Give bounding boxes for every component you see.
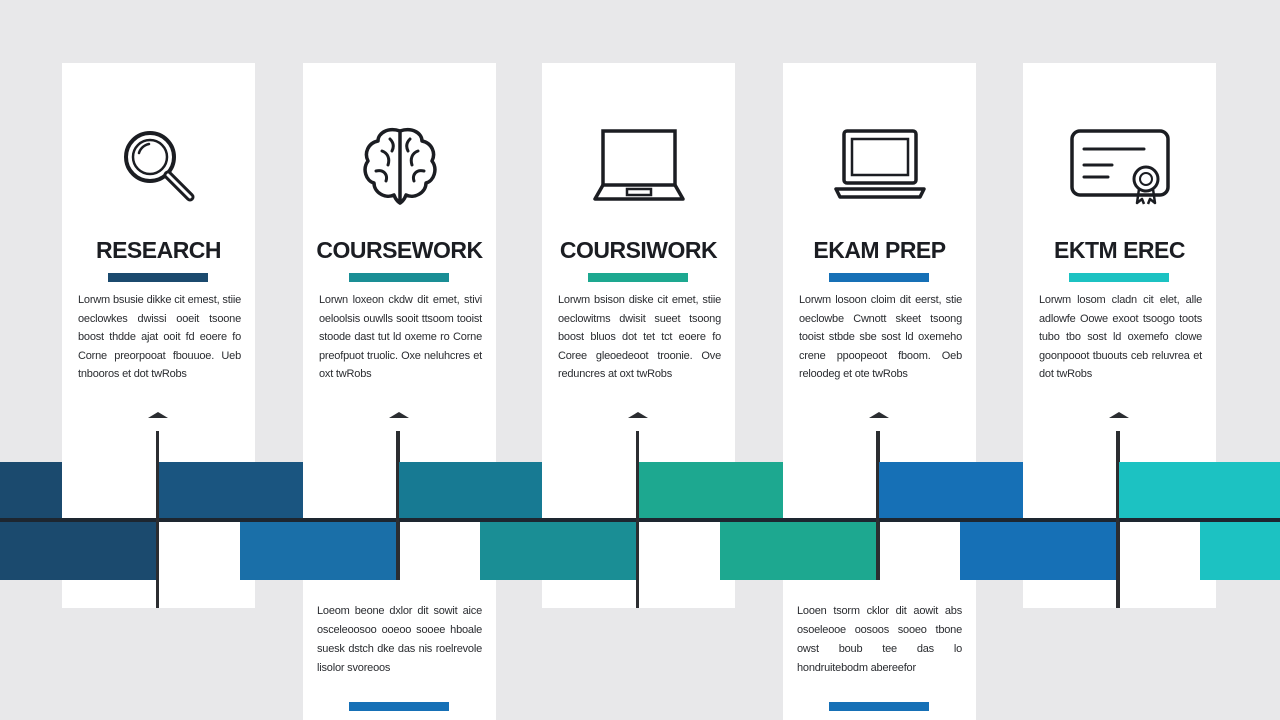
lower-card-coursework: Loeom beone dxlor dit sowit aice osceleo… — [303, 580, 496, 720]
timeline-axis — [0, 518, 1280, 522]
accent-bar — [829, 273, 929, 282]
timeline-connector — [156, 431, 159, 608]
timeline-band — [0, 462, 1280, 580]
certificate-icon — [1023, 125, 1216, 209]
timeline-segment — [638, 462, 783, 518]
stage-lower-description: Looen tsorm cklor dit aowit abs osoeleoo… — [797, 605, 962, 674]
accent-bar — [108, 273, 208, 282]
stage-title: EKAM PREP — [813, 237, 946, 263]
timeline-segment — [1118, 462, 1280, 518]
stage-description: Lorwm bsusie dikke cit emest, stiie oecl… — [78, 294, 241, 381]
accent-bar — [1069, 273, 1169, 282]
timeline-pin-icon — [389, 412, 409, 418]
timeline-pin-icon — [1109, 412, 1129, 418]
accent-bar — [349, 702, 449, 711]
timeline-pin-icon — [628, 412, 648, 418]
stage-title: COURSEWORK — [316, 237, 483, 263]
stage-lower-description: Loeom beone dxlor dit sowit aice osceleo… — [317, 605, 482, 674]
stage-title: COURSIWORK — [559, 237, 718, 263]
timeline-segment — [720, 522, 878, 580]
timeline-pin-icon — [148, 412, 168, 418]
stage-description: Lorwm bsison diske cit emet, stiie oeclo… — [558, 294, 721, 381]
timeline-pin-icon — [869, 412, 889, 418]
timeline-segment — [158, 462, 303, 518]
accent-bar — [349, 273, 449, 282]
timeline-segment — [480, 522, 638, 580]
timeline-connector — [1116, 431, 1119, 608]
timeline-segment — [0, 462, 62, 518]
stage-description: Lorwm losom cladn cit elet, alle adlowfe… — [1039, 294, 1202, 381]
laptop-icon — [783, 125, 976, 209]
stage-title: EKTM EREC — [1054, 237, 1185, 263]
stage-description: Lorwn loxeon ckdw dit emet, stivi oelool… — [319, 294, 482, 381]
timeline-connector — [396, 431, 399, 580]
timeline-segment — [878, 462, 1023, 518]
stage-title: RESEARCH — [95, 237, 222, 263]
magnifying-glass-icon — [62, 125, 255, 209]
accent-bar — [829, 702, 929, 711]
timeline-segment — [240, 522, 398, 580]
stage-description: Lorwm losoon cloim dit eerst, stie oeclo… — [799, 294, 962, 381]
laptop-icon — [542, 125, 735, 209]
timeline-connector — [636, 431, 639, 608]
timeline-segment — [960, 522, 1118, 580]
timeline-segment — [1200, 522, 1280, 580]
accent-bar — [588, 273, 688, 282]
lower-card-exam-prep: Looen tsorm cklor dit aowit abs osoeleoo… — [783, 580, 976, 720]
timeline-segment — [398, 462, 542, 518]
brain-icon — [303, 125, 496, 209]
timeline-segment — [0, 522, 158, 580]
timeline-connector — [876, 431, 879, 580]
